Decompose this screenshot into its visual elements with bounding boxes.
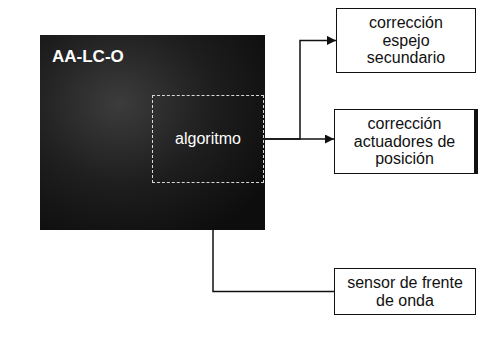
node-label: corrección actuadores de posición — [345, 115, 464, 168]
algorithm-box: algoritmo — [152, 95, 264, 183]
signal-arrow — [264, 40, 336, 139]
signal-arrow — [264, 138, 334, 140]
node-label: corrección espejo secundario — [347, 14, 465, 67]
node-label: algoritmo — [175, 130, 241, 148]
node-label: AA-LC-O — [52, 47, 124, 67]
output-box: corrección espejo secundario — [336, 8, 476, 73]
node-label: sensor de frente de onda — [345, 274, 465, 309]
output-box: corrección actuadores de posición — [334, 109, 478, 174]
system-block: AA-LC-O algoritmo — [40, 35, 265, 230]
sensor-box: sensor de frente de onda — [334, 268, 476, 315]
